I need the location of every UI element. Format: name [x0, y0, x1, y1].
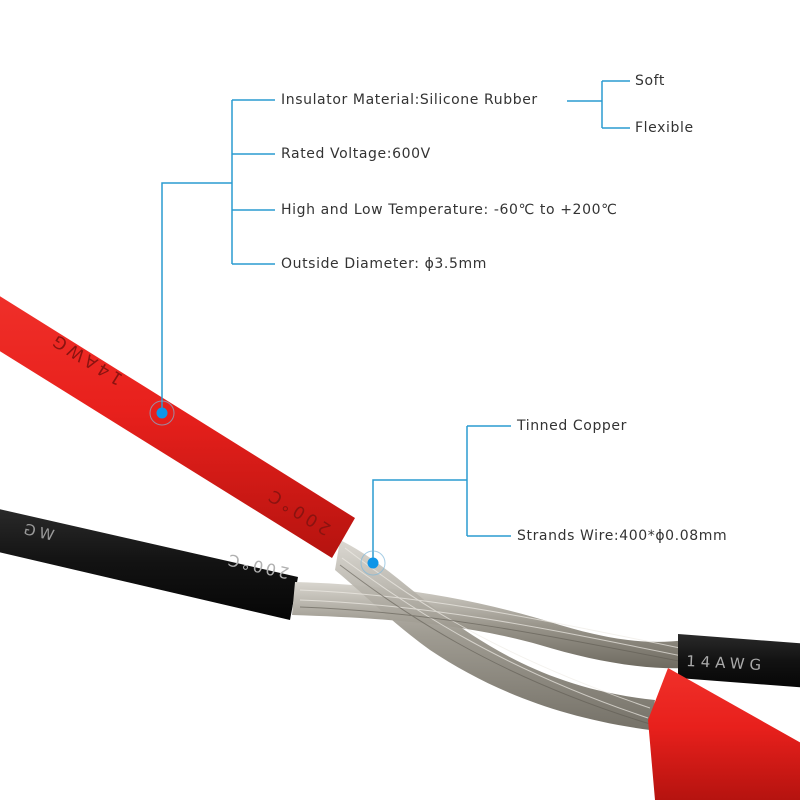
spec-conductor-material: Tinned Copper: [517, 418, 627, 434]
black-wire-marking-awg-right: 14AWG: [686, 652, 767, 674]
spec-property-soft: Soft: [635, 73, 666, 89]
conductor-callout-lines: [372, 425, 511, 563]
spec-strands: Strands Wire:400*ϕ0.08mm: [517, 528, 728, 544]
conductor-callout-dot: [360, 550, 386, 576]
black-wire-left: WG 200°C: [0, 509, 298, 620]
red-wire-upper: 14AWG 200°C: [0, 296, 355, 558]
spec-insulator-material: Insulator Material:Silicone Rubber: [281, 92, 538, 108]
spec-outside-diameter: Outside Diameter: ϕ3.5mm: [281, 256, 487, 272]
insulation-callout-lines: [161, 80, 630, 413]
insulation-callout-dot: [149, 400, 175, 426]
tinned-copper-strands: [292, 540, 688, 730]
red-wire-lower: [648, 668, 800, 800]
spec-rated-voltage: Rated Voltage:600V: [281, 146, 431, 162]
black-wire-right: 14AWG: [678, 634, 800, 688]
spec-temperature-range: High and Low Temperature: -60℃ to +200℃: [281, 202, 618, 218]
spec-property-flexible: Flexible: [635, 120, 694, 136]
